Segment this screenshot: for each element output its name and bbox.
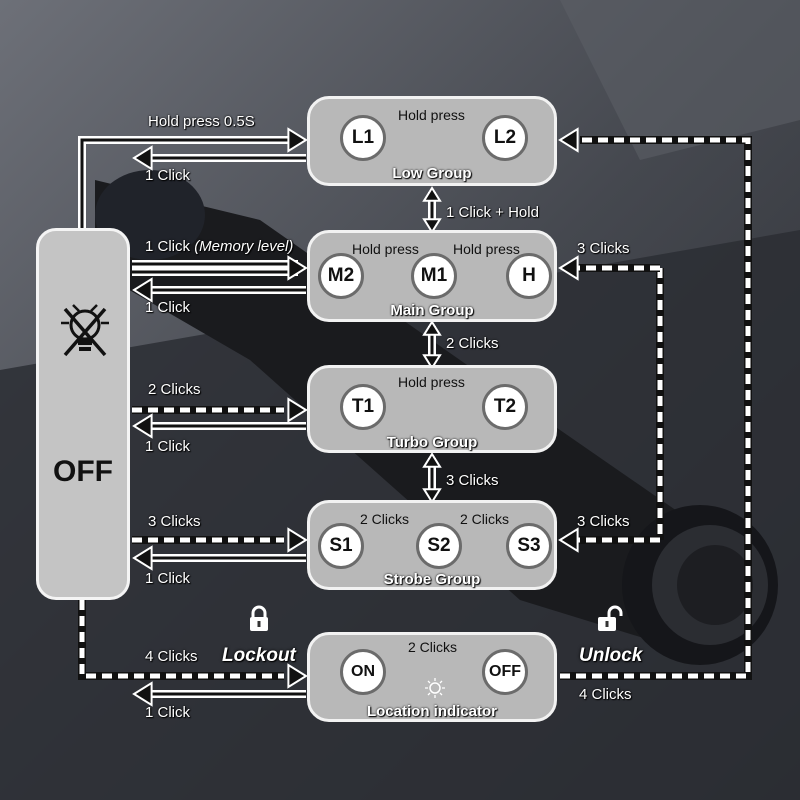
label-turbo-1-click: 1 Click — [145, 438, 191, 455]
label-turbo-2-clicks: 2 Clicks — [148, 381, 201, 398]
mode-m1: M1 — [411, 253, 457, 299]
arrow-off-to-strobe-head — [287, 527, 308, 553]
mode-l1: L1 — [340, 115, 386, 161]
main-group-box: Hold press Hold press M2 M1 H Main Group — [307, 230, 557, 322]
mode-on: ON — [340, 649, 386, 695]
arrow-main-turbo-head-up — [422, 320, 442, 336]
mode-t2: T2 — [482, 384, 528, 430]
label-memory-level: (Memory level) — [194, 238, 294, 255]
turbo-group-hold-press-label: Hold press — [398, 374, 465, 390]
arrow-off-to-low-outline — [78, 136, 300, 230]
label-1-click-hold: 1 Click + Hold — [446, 204, 539, 221]
arrow-right-to-s3-head — [558, 527, 579, 553]
mode-location-off: OFF — [482, 649, 528, 695]
location-indicator-box: 2 Clicks ON OFF Location indicator — [307, 632, 557, 722]
label-h-3-clicks: 3 Clicks — [577, 240, 630, 257]
low-group-hold-press-label: Hold press — [398, 107, 465, 123]
label-unlock-4-clicks: 4 Clicks — [579, 686, 632, 703]
arrow-off-to-main-head — [287, 255, 308, 281]
arrow-unlock-to-low — [560, 137, 751, 679]
arrow-off-to-lockout — [79, 600, 284, 679]
turbo-group-label: Turbo Group — [386, 434, 478, 451]
mode-h: H — [506, 253, 552, 299]
off-panel: OFF — [36, 228, 130, 600]
mode-m2: M2 — [318, 253, 364, 299]
arrow-turbo-strobe-head-down — [422, 488, 442, 504]
strobe-group-2-clicks-label-2: 2 Clicks — [460, 511, 510, 527]
main-group-hold-press-label-1: Hold press — [352, 241, 419, 257]
arrow-turbo-strobe-head-up — [422, 452, 442, 468]
label-strobe-3-clicks: 3 Clicks — [148, 513, 201, 530]
label-hold-press-0-5s: Hold press 0.5S — [148, 113, 255, 130]
arrow-main-to-off-head — [132, 277, 153, 303]
arrow-off-to-lockout-head — [287, 663, 308, 689]
label-main-back-1-click: 1 Click — [145, 299, 191, 316]
arrow-strobe-to-off-head — [132, 545, 153, 571]
lock-closed-icon — [250, 605, 268, 631]
label-main-1-click-text: 1 Click — [145, 238, 191, 255]
label-turbo-strobe-3-clicks: 3 Clicks — [446, 472, 499, 489]
mode-s3: S3 — [506, 523, 552, 569]
arrow-off-to-low-head — [287, 127, 308, 153]
arrow-right-to-h-head — [558, 255, 579, 281]
arrow-lockout-to-off-head — [132, 681, 153, 707]
arrow-low-to-off-head — [132, 145, 153, 171]
lockout-label: Lockout — [222, 645, 296, 666]
label-s3-3-clicks: 3 Clicks — [577, 513, 630, 530]
strobe-group-2-clicks-label-1: 2 Clicks — [360, 511, 410, 527]
location-2-clicks-label: 2 Clicks — [408, 639, 458, 655]
lock-open-icon — [598, 605, 623, 631]
mode-s2: S2 — [416, 523, 462, 569]
label-main-1-click: 1 Click (Memory level) — [145, 238, 293, 255]
mode-t1: T1 — [340, 384, 386, 430]
strobe-group-box: 2 Clicks 2 Clicks S1 S2 S3 Strobe Group — [307, 500, 557, 590]
mode-s1: S1 — [318, 523, 364, 569]
off-label: OFF — [53, 455, 113, 488]
unlock-label: Unlock — [579, 645, 643, 666]
arrow-turbo-to-off-head — [132, 413, 153, 439]
mode-l2: L2 — [482, 115, 528, 161]
arrow-main-turbo-head-down — [422, 354, 442, 370]
label-lock-1-click: 1 Click — [145, 704, 191, 721]
low-group-label: Low Group — [392, 165, 472, 182]
location-indicator-label: Location indicator — [366, 703, 497, 720]
arrow-low-main-head-up — [422, 186, 442, 202]
strobe-group-label: Strobe Group — [383, 571, 481, 588]
turbo-group-box: Hold press T1 T2 Turbo Group — [307, 365, 557, 453]
arrow-off-to-low — [80, 138, 300, 230]
arrow-unlock-to-low-head — [558, 127, 579, 153]
main-group-hold-press-label-2: Hold press — [453, 241, 520, 257]
arrow-off-to-turbo-head — [287, 397, 308, 423]
sun-icon — [425, 678, 445, 698]
label-low-1-click: 1 Click — [145, 167, 191, 184]
crossed-out-bulb-icon — [61, 304, 109, 357]
low-group-box: Hold press L1 L2 Low Group — [307, 96, 557, 186]
label-strobe-1-click: 1 Click — [145, 570, 191, 587]
label-lock-4-clicks: 4 Clicks — [145, 648, 198, 665]
arrow-unlock-to-low-outline — [560, 136, 752, 680]
main-group-label: Main Group — [390, 302, 474, 319]
arrow-low-main-head-down — [422, 218, 442, 234]
label-main-turbo-2-clicks: 2 Clicks — [446, 335, 499, 352]
